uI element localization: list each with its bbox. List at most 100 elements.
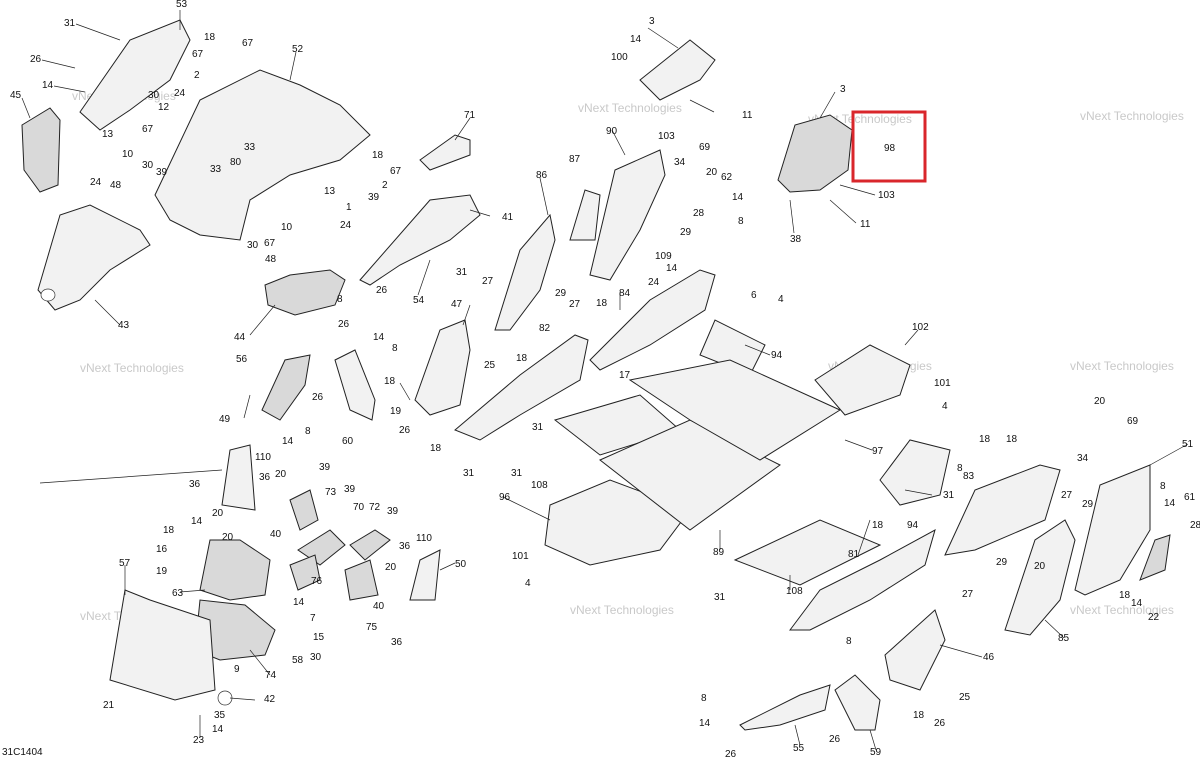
- callout-84[interactable]: 84: [619, 288, 631, 299]
- callout-18[interactable]: 18: [384, 376, 396, 387]
- callout-87[interactable]: 87: [569, 154, 581, 165]
- callout-110[interactable]: 110: [416, 533, 432, 544]
- callout-70[interactable]: 70: [353, 502, 365, 513]
- callout-46[interactable]: 46: [983, 652, 995, 663]
- callout-9[interactable]: 9: [234, 664, 240, 675]
- callout-19[interactable]: 19: [156, 566, 168, 577]
- callout-89[interactable]: 89: [713, 547, 725, 558]
- callout-26[interactable]: 26: [30, 54, 42, 65]
- callout-103[interactable]: 103: [878, 190, 895, 201]
- callout-31[interactable]: 31: [456, 267, 468, 278]
- callout-48[interactable]: 48: [265, 254, 277, 265]
- callout-57[interactable]: 57: [119, 558, 131, 569]
- callout-25[interactable]: 25: [959, 692, 971, 703]
- callout-18[interactable]: 18: [430, 443, 442, 454]
- callout-30[interactable]: 30: [148, 90, 160, 101]
- callout-43[interactable]: 43: [118, 320, 130, 331]
- callout-25[interactable]: 25: [484, 360, 496, 371]
- callout-82[interactable]: 82: [539, 323, 551, 334]
- callout-27[interactable]: 27: [569, 299, 581, 310]
- callout-18[interactable]: 18: [516, 353, 528, 364]
- callout-7[interactable]: 7: [310, 613, 316, 624]
- callout-18[interactable]: 18: [1119, 590, 1131, 601]
- callout-109[interactable]: 109: [655, 251, 672, 262]
- callout-86[interactable]: 86: [536, 170, 548, 181]
- callout-30[interactable]: 30: [247, 240, 259, 251]
- callout-39[interactable]: 39: [344, 484, 356, 495]
- callout-81[interactable]: 81: [848, 549, 860, 560]
- callout-28[interactable]: 28: [693, 208, 705, 219]
- callout-26[interactable]: 26: [338, 319, 350, 330]
- callout-27[interactable]: 27: [1061, 490, 1073, 501]
- callout-39[interactable]: 39: [368, 192, 380, 203]
- callout-13[interactable]: 13: [102, 129, 114, 140]
- callout-90[interactable]: 90: [606, 126, 618, 137]
- callout-29[interactable]: 29: [680, 227, 692, 238]
- callout-11[interactable]: 11: [742, 110, 753, 121]
- callout-14[interactable]: 14: [191, 516, 203, 527]
- callout-74[interactable]: 74: [265, 670, 277, 681]
- callout-20[interactable]: 20: [385, 562, 397, 573]
- callout-35[interactable]: 35: [214, 710, 226, 721]
- callout-14[interactable]: 14: [282, 436, 294, 447]
- callout-41[interactable]: 41: [502, 212, 514, 223]
- callout-67[interactable]: 67: [264, 238, 276, 249]
- callout-10[interactable]: 10: [122, 149, 134, 160]
- callout-36[interactable]: 36: [399, 541, 411, 552]
- callout-96[interactable]: 96: [499, 492, 511, 503]
- callout-73[interactable]: 73: [325, 487, 337, 498]
- callout-14[interactable]: 14: [666, 263, 678, 274]
- callout-8[interactable]: 8: [701, 693, 707, 704]
- callout-27[interactable]: 27: [962, 589, 974, 600]
- callout-18[interactable]: 18: [204, 32, 216, 43]
- callout-14[interactable]: 14: [293, 597, 305, 608]
- callout-14[interactable]: 14: [1131, 598, 1143, 609]
- callout-18[interactable]: 18: [163, 525, 175, 536]
- callout-60[interactable]: 60: [342, 436, 354, 447]
- callout-102[interactable]: 102: [912, 322, 929, 333]
- callout-56[interactable]: 56: [236, 354, 248, 365]
- callout-34[interactable]: 34: [1077, 453, 1089, 464]
- callout-38[interactable]: 38: [790, 234, 802, 245]
- callout-110[interactable]: 110: [255, 452, 271, 463]
- callout-63[interactable]: 63: [172, 588, 184, 599]
- callout-69[interactable]: 69: [699, 142, 711, 153]
- callout-26[interactable]: 26: [829, 734, 841, 745]
- callout-18[interactable]: 18: [913, 710, 925, 721]
- callout-24[interactable]: 24: [174, 88, 186, 99]
- callout-33[interactable]: 33: [244, 142, 256, 153]
- callout-67[interactable]: 67: [142, 124, 154, 135]
- callout-21[interactable]: 21: [103, 700, 115, 711]
- callout-15[interactable]: 15: [313, 632, 325, 643]
- callout-18[interactable]: 18: [1006, 434, 1018, 445]
- callout-80[interactable]: 80: [230, 157, 242, 168]
- callout-18[interactable]: 18: [372, 150, 384, 161]
- callout-26[interactable]: 26: [312, 392, 324, 403]
- callout-61[interactable]: 61: [1184, 492, 1196, 503]
- callout-26[interactable]: 26: [934, 718, 946, 729]
- callout-8[interactable]: 8: [392, 343, 398, 354]
- callout-101[interactable]: 101: [934, 378, 951, 389]
- callout-69[interactable]: 69: [1127, 416, 1139, 427]
- callout-26[interactable]: 26: [376, 285, 388, 296]
- callout-67[interactable]: 67: [192, 49, 204, 60]
- callout-76[interactable]: 76: [311, 576, 323, 587]
- callout-26[interactable]: 26: [725, 749, 737, 759]
- callout-20[interactable]: 20: [1094, 396, 1106, 407]
- callout-40[interactable]: 40: [373, 601, 385, 612]
- callout-59[interactable]: 59: [870, 747, 882, 758]
- callout-36[interactable]: 36: [391, 637, 403, 648]
- callout-8[interactable]: 8: [738, 216, 744, 227]
- callout-94[interactable]: 94: [907, 520, 919, 531]
- callout-31[interactable]: 31: [943, 490, 955, 501]
- callout-8[interactable]: 8: [846, 636, 852, 647]
- callout-72[interactable]: 72: [369, 502, 381, 513]
- callout-75[interactable]: 75: [366, 622, 378, 633]
- callout-48[interactable]: 48: [110, 180, 122, 191]
- callout-14[interactable]: 14: [699, 718, 711, 729]
- callout-14[interactable]: 14: [1164, 498, 1176, 509]
- callout-18[interactable]: 18: [979, 434, 991, 445]
- callout-100[interactable]: 100: [611, 52, 628, 63]
- callout-42[interactable]: 42: [264, 694, 276, 705]
- callout-103[interactable]: 103: [658, 131, 675, 142]
